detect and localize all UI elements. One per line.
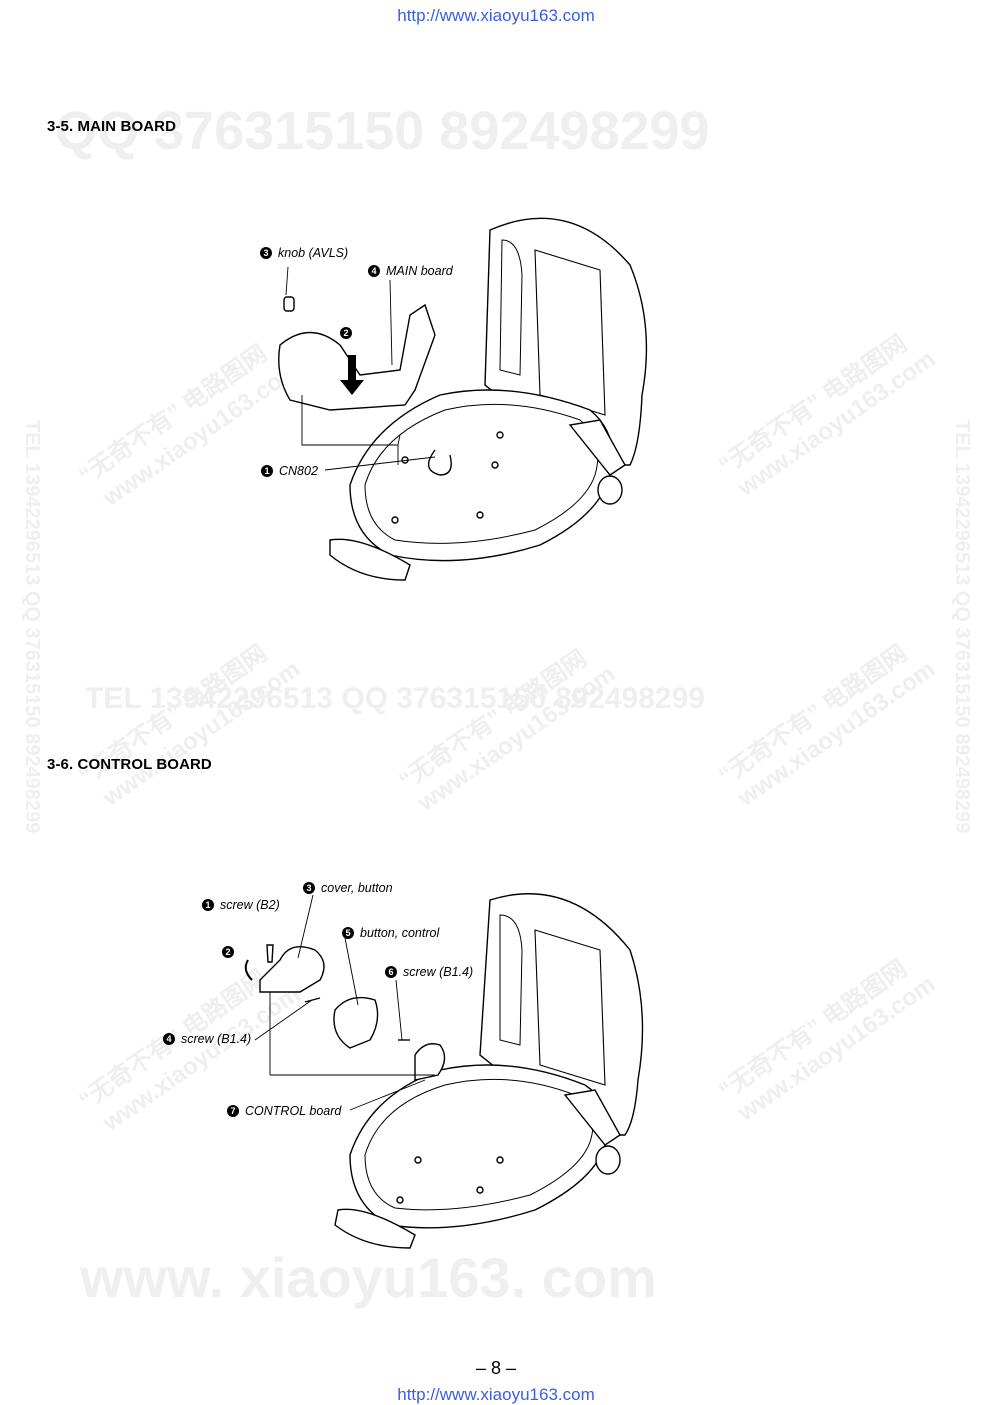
section-title-main-board: 3-5. MAIN BOARD <box>47 118 177 135</box>
watermark-diag-14: www.xiaoyu163.com <box>733 970 941 1127</box>
page-number: – 8 – <box>475 1358 517 1378</box>
callout-button-control: 5 button, control <box>342 926 439 940</box>
watermark-diag-9: “无奇不有” 电路图网 <box>714 640 913 790</box>
watermark-tel: TEL 13942296513 QQ 376315150 892498299 <box>85 682 705 715</box>
callout-control-board: 7 CONTROL board <box>227 1104 341 1118</box>
callout-step-2-lift: 2 <box>340 327 352 339</box>
section-title-control-board: 3-6. CONTROL BOARD <box>47 756 212 773</box>
main-board-disassembly-figure <box>278 217 648 581</box>
callout-knob-avls: 3 knob (AVLS) <box>260 246 348 260</box>
watermark-diag-6: www.xiaoyu163.com <box>98 655 306 812</box>
callout-cn802: 1 CN802 <box>261 464 318 478</box>
callout-screw-b14-upper: 6 screw (B1.4) <box>385 965 473 979</box>
callout-main-board: 4 MAIN board <box>368 264 453 278</box>
watermark-vertical-right: TEL 13942296513 QQ 376315150 892498299 <box>951 420 973 834</box>
callout-screw-b14-lower: 4 screw (B1.4) <box>163 1032 251 1046</box>
watermark-diag-7: “无奇不有” 电路图网 <box>394 645 593 795</box>
control-board-disassembly-figure <box>244 893 644 1249</box>
header-url[interactable]: http://www.xiaoyu163.com <box>397 6 595 25</box>
callout-screw-b2: 1 screw (B2) <box>202 898 280 912</box>
watermark-diag-4: www.xiaoyu163.com <box>733 345 941 502</box>
watermark-vertical-left: TEL 13942296513 QQ 376315150 892498299 <box>21 420 43 834</box>
callout-cover-button: 3 cover, button <box>303 881 393 895</box>
watermark-diag-3: “无奇不有” 电路图网 <box>714 330 913 480</box>
watermark-diag-8: www.xiaoyu163.com <box>413 660 621 817</box>
watermark-diag-10: www.xiaoyu163.com <box>733 655 941 812</box>
footer-url[interactable]: http://www.xiaoyu163.com <box>397 1385 595 1404</box>
watermark-diag-13: “无奇不有” 电路图网 <box>714 955 913 1105</box>
watermark-diag-1: “无奇不有” 电路图网 <box>74 340 273 490</box>
callout-step-2-remove: 2 <box>222 946 234 958</box>
